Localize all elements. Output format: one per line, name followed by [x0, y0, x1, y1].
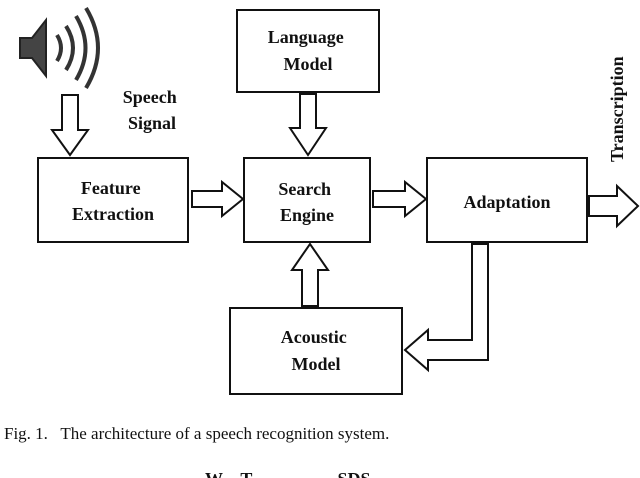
- partial-bottom-text: W T SDS: [205, 469, 371, 478]
- svg-text:Feature Extraction: Feature Extraction: [72, 178, 154, 224]
- adaptation-box: Adaptation: [426, 157, 588, 243]
- arrow-search-to-adaptation: [372, 179, 428, 219]
- svg-text:Acoustic Model: Acoustic Model: [281, 327, 352, 374]
- language-model-box: Language Model: [236, 9, 380, 93]
- speech-signal-label: Speech Signal: [123, 87, 182, 133]
- figure-caption: Fig. 1. The architecture of a speech rec…: [4, 424, 389, 443]
- arrow-language-to-search: [288, 93, 328, 157]
- arrow-acoustic-to-search: [290, 242, 330, 307]
- svg-text:Adaptation: Adaptation: [463, 192, 550, 212]
- svg-text:Language Model: Language Model: [268, 27, 349, 74]
- arrow-adaptation-to-acoustic: [403, 243, 489, 373]
- svg-text:Search Engine: Search Engine: [278, 179, 335, 225]
- speaker-icon: [19, 6, 100, 90]
- search-engine-box: Search Engine: [243, 157, 371, 243]
- arrow-feature-to-search: [191, 179, 245, 219]
- arrow-adaptation-to-output: [588, 183, 640, 229]
- arrow-speaker-to-feature: [50, 94, 90, 157]
- acoustic-model-box: Acoustic Model: [229, 307, 403, 395]
- transcription-label: Transcription: [607, 56, 627, 162]
- feature-extraction-box: Feature Extraction: [37, 157, 189, 243]
